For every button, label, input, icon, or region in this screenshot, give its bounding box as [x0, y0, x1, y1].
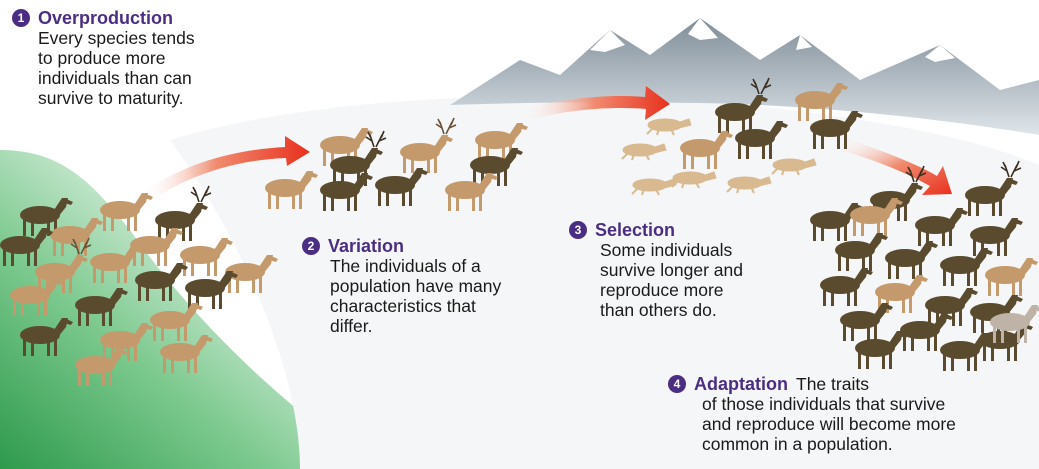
elk-icon	[180, 238, 233, 276]
elk-icon	[190, 185, 212, 203]
step-title: Selection	[595, 220, 676, 240]
arrow-icon	[140, 86, 952, 200]
step-overproduction: 1 Overproduction Every species tends to …	[12, 8, 195, 108]
arrow-3	[840, 138, 952, 195]
mountain-icon	[450, 18, 1039, 135]
step-title: Variation	[328, 236, 405, 256]
step-number-badge: 3	[569, 221, 587, 239]
step-title: Adaptation	[694, 374, 788, 394]
step-description: Some individuals survive longer and repr…	[600, 240, 743, 320]
step-description: The individuals of a population have man…	[330, 256, 502, 336]
step-selection: 3 Selection Some individuals survive lon…	[569, 220, 743, 320]
arrow-2	[520, 86, 670, 120]
step-description: Every species tends to produce more indi…	[38, 28, 195, 108]
step-adaptation: 4 Adaptation The traits of those individ…	[668, 374, 956, 454]
arrow-1	[140, 136, 310, 200]
step-description-inline: The traits	[796, 374, 869, 394]
step-number-badge: 4	[668, 375, 686, 393]
step-number-badge: 1	[12, 9, 30, 27]
step-description: of those individuals that survive and re…	[702, 394, 956, 454]
step-title: Overproduction	[38, 8, 174, 28]
step-variation: 2 Variation The individuals of a populat…	[302, 236, 501, 336]
step-number-badge: 2	[302, 237, 320, 255]
elk-icon	[155, 203, 208, 241]
